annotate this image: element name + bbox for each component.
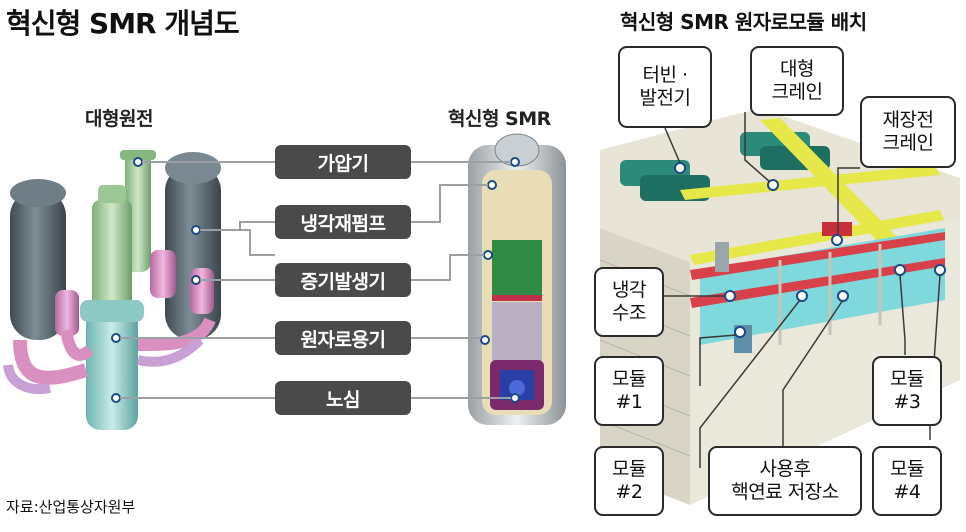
pill-steam-generator: 증기발생기	[275, 263, 411, 297]
callout-line: 냉각	[612, 279, 646, 301]
large-plant-label: 대형원전	[85, 108, 153, 130]
callout-line: 재장전	[882, 109, 934, 131]
callout-line: 크레인	[771, 81, 823, 103]
pill-pressurizer: 가압기	[275, 145, 411, 179]
callout-line: 크레인	[882, 132, 934, 154]
pill-core: 노심	[275, 381, 411, 415]
callout-line: 사용후	[759, 458, 811, 480]
callout-turbine-generator: 터빈 · 발전기	[618, 46, 712, 128]
callout-large-crane: 대형 크레인	[750, 46, 844, 116]
page-title: 혁신형 SMR 개념도	[6, 7, 240, 40]
callout-spent-fuel-storage: 사용후 핵연료 저장소	[708, 446, 862, 516]
callout-line: #3	[893, 391, 921, 413]
module-layout-title: 혁신형 SMR 원자로모듈 배치	[620, 10, 867, 34]
smr-cutaway-illustration	[468, 133, 566, 425]
callout-line: 수조	[612, 302, 646, 324]
callout-line: 모듈	[612, 368, 646, 390]
callout-line: 모듈	[612, 458, 646, 480]
callout-line: 모듈	[890, 458, 924, 480]
callout-module-3: 모듈 #3	[872, 356, 942, 426]
callout-line: #1	[615, 391, 643, 413]
pill-coolant-pump: 냉각재펌프	[275, 205, 411, 239]
callout-cooling-pool: 냉각 수조	[594, 267, 664, 337]
callout-module-1: 모듈 #1	[594, 356, 664, 426]
callout-line: 모듈	[890, 368, 924, 390]
callout-line: #2	[615, 481, 643, 503]
module-layout-illustration	[599, 108, 960, 505]
large-plant-leader-lines	[120, 161, 275, 399]
callout-line: 터빈 ·	[642, 64, 688, 86]
pill-reactor-vessel: 원자로용기	[275, 321, 411, 355]
callout-line: 핵연료 저장소	[731, 481, 839, 503]
callout-line: #4	[893, 481, 921, 503]
module-layout-leader-lines	[660, 112, 941, 468]
source-note: 자료:산업통상자원부	[6, 498, 136, 516]
callout-line: 발전기	[639, 87, 691, 109]
callout-refuel-crane: 재장전 크레인	[860, 96, 956, 168]
large-plant-illustration	[3, 150, 221, 430]
callout-line: 대형	[780, 58, 814, 80]
callout-module-4: 모듈 #4	[872, 446, 942, 516]
callout-module-2: 모듈 #2	[594, 446, 664, 516]
smr-leader-lines	[411, 161, 511, 399]
smr-label: 혁신형 SMR	[448, 108, 551, 130]
